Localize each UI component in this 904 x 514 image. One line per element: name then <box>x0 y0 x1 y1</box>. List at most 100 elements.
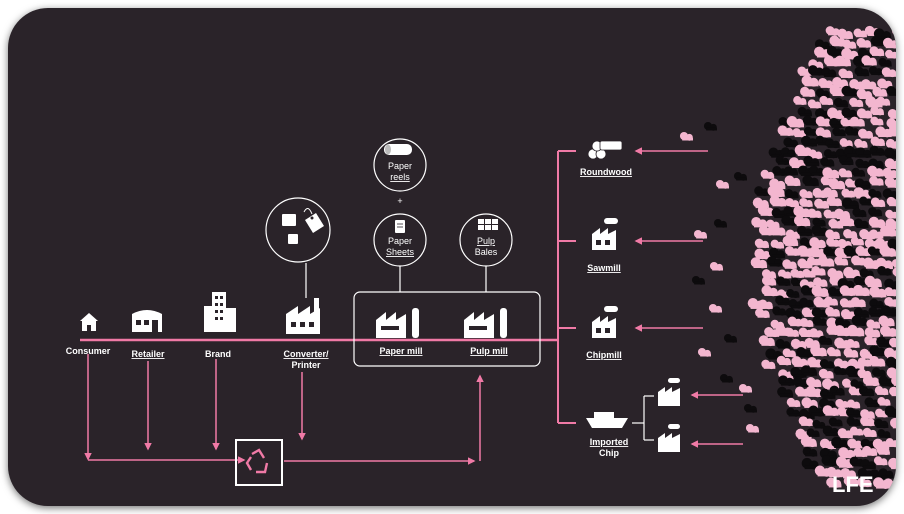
paper-sheets-label-line2: Sheets <box>386 247 415 257</box>
tree-icon <box>861 79 877 90</box>
tree-icon <box>818 78 834 89</box>
tree-icon <box>859 196 873 206</box>
tree-icon <box>713 218 727 228</box>
tree-icon <box>880 225 896 237</box>
tree-icon <box>867 246 882 256</box>
tree-icon <box>869 345 886 357</box>
tree-icon <box>679 131 693 141</box>
tree-icon <box>884 147 896 160</box>
tree-icon <box>777 386 794 398</box>
chipmill-factory-icon <box>592 306 618 338</box>
tree-icon <box>819 358 835 369</box>
tree-icon <box>872 86 888 97</box>
tree-icon <box>790 268 805 279</box>
tree-icon <box>807 65 824 76</box>
tree-icon <box>750 257 768 269</box>
pulp-mill-icon <box>464 308 507 338</box>
tree-icon <box>709 261 723 271</box>
tree-icon <box>846 416 861 427</box>
mills-box <box>353 291 541 367</box>
tree-icon <box>772 306 787 316</box>
tree-icon <box>719 373 733 383</box>
tree-icon <box>761 269 777 279</box>
tree-icon <box>854 138 868 148</box>
tree-icon <box>785 197 800 208</box>
tree-icon <box>870 197 886 208</box>
tree-icon <box>873 456 888 466</box>
tree-icon <box>806 376 822 388</box>
tree-icon <box>825 138 840 149</box>
tree-icon <box>761 285 778 297</box>
tree-icon <box>892 267 896 277</box>
tree-icon <box>841 85 858 97</box>
tree-icon <box>855 158 870 169</box>
tree-icon <box>767 185 785 198</box>
tree-icon <box>869 145 885 156</box>
tree-icon <box>770 225 786 236</box>
forest-trees <box>679 25 896 489</box>
tree-icon <box>837 428 853 439</box>
tree-icon <box>889 337 896 348</box>
tree-icon <box>884 176 896 189</box>
tree-icon <box>802 175 819 187</box>
tree-icon <box>885 209 896 219</box>
pulp-bales-label-line1: Pulp <box>477 236 495 246</box>
tree-icon <box>874 386 889 396</box>
recycle-box <box>235 439 283 486</box>
tree-icon <box>715 179 729 189</box>
tree-icon <box>805 385 823 398</box>
tree-icon <box>884 158 896 170</box>
paper-sheets-icon <box>395 220 405 233</box>
tree-icon <box>875 257 893 270</box>
tree-icon <box>826 477 842 488</box>
paper-reel-icon <box>384 144 412 155</box>
paper-sheets-label-line1: Paper <box>388 236 412 246</box>
tree-icon <box>803 126 818 136</box>
diagram-frame: Consumer Retailer Brand Converter/ Print… <box>8 8 896 506</box>
tree-icon <box>777 269 792 279</box>
tree-icon <box>853 218 869 229</box>
tree-icon <box>843 228 858 239</box>
tree-icon <box>882 167 896 179</box>
pulp-mill-label: Pulp mill <box>470 346 508 356</box>
tree-icon <box>864 327 881 338</box>
product-bubbles <box>265 138 513 298</box>
tree-icon <box>856 108 873 119</box>
supply-chain-diagram: Consumer Retailer Brand Converter/ Print… <box>66 25 896 497</box>
tree-icon <box>879 245 896 257</box>
factory-icon <box>658 378 680 406</box>
tree-icon <box>832 127 846 137</box>
tree-icon <box>857 477 872 488</box>
tree-icon <box>851 255 867 266</box>
tree-icon <box>826 347 841 357</box>
pulp-bales-label-line2: Bales <box>475 247 498 257</box>
recovery-arrows <box>84 354 484 465</box>
tree-icon <box>723 333 737 343</box>
tree-icon <box>754 238 769 249</box>
tree-icon <box>849 426 864 436</box>
tree-icon <box>790 338 807 350</box>
tree-icon <box>877 265 892 276</box>
consumer-label: Consumer <box>66 346 111 356</box>
tree-icon <box>811 266 826 276</box>
tree-icon <box>860 409 875 419</box>
tree-icon <box>864 275 882 288</box>
tree-icon <box>841 197 860 210</box>
tree-icon <box>888 457 896 470</box>
tree-icon <box>891 375 896 386</box>
tree-icon <box>708 303 722 313</box>
tree-icon <box>829 385 845 396</box>
tree-icon <box>784 175 801 187</box>
tree-icon <box>846 399 861 409</box>
tree-icon <box>885 138 896 149</box>
tree-icon <box>838 447 855 459</box>
tree-icon <box>814 198 829 209</box>
tree-icon <box>885 49 896 59</box>
tree-icon <box>854 66 870 77</box>
tree-icon <box>772 166 787 176</box>
tree-icon <box>800 436 817 448</box>
tree-icon <box>791 356 808 368</box>
tree-icon <box>793 215 811 227</box>
tree-icon <box>786 407 800 417</box>
tree-icon <box>831 436 849 449</box>
